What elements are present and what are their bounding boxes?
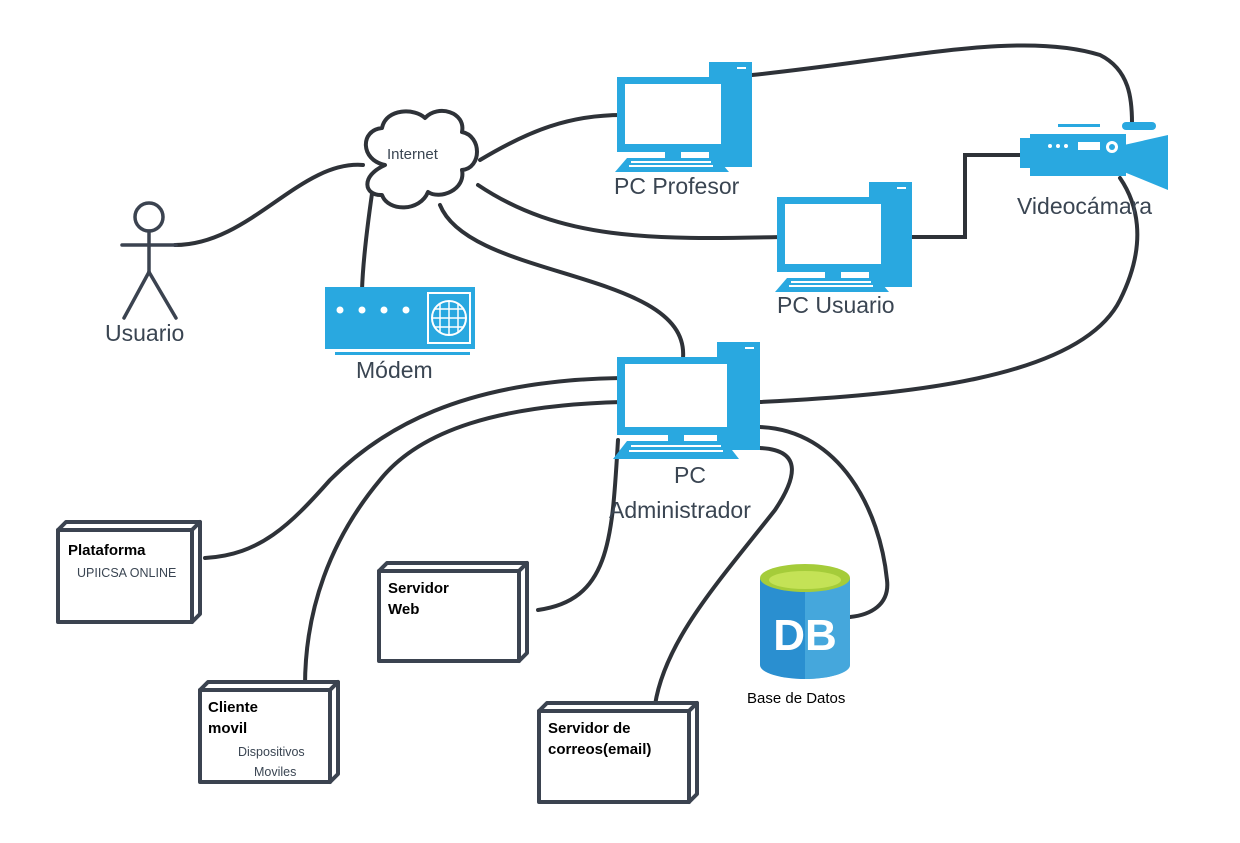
link-usuario-internet — [173, 162, 365, 247]
link-internet-pc-usuario — [476, 183, 784, 241]
pc-profesor-label: PC Profesor — [614, 173, 740, 199]
link-pc-profesor-videocamara — [750, 43, 1134, 125]
link-pc-admin-plataforma — [203, 376, 624, 560]
node-servidor-correos — [537, 701, 699, 804]
plataforma-subtitle: UPIICSA ONLINE — [77, 566, 177, 580]
link-internet-pc-admin — [438, 203, 686, 360]
link-pc-admin-servidor-web — [536, 438, 620, 612]
node-cliente-movil — [198, 680, 340, 784]
db-mark: DB — [773, 611, 837, 660]
link-pc-admin-videocamara — [758, 176, 1140, 404]
usuario-label: Usuario — [105, 320, 185, 346]
internet-cloud-icon — [363, 108, 479, 210]
cliente-movil-subtitle-2: Moviles — [254, 765, 297, 779]
servidor-correos-title-1: Servidor de — [548, 720, 631, 737]
videocamera-icon — [1020, 122, 1168, 190]
pc-administrador-label-line2: Administrador — [609, 497, 751, 523]
videocamara-label: Videocámara — [1017, 193, 1153, 219]
base-datos-label: Base de Datos — [747, 690, 846, 707]
cliente-movil-title-2: movil — [208, 720, 248, 737]
user-actor-icon — [120, 201, 178, 320]
link-pc-admin-cliente-movil — [303, 400, 624, 688]
link-internet-pc-profesor — [478, 113, 624, 162]
cliente-movil-title-1: Cliente — [208, 699, 259, 716]
link-pc-admin-base-datos — [758, 425, 890, 619]
pc-administrador-icon — [613, 342, 760, 459]
node-servidor-web — [377, 561, 529, 663]
internet-label: Internet — [387, 146, 438, 163]
plataforma-title: Plataforma — [68, 542, 146, 559]
pc-profesor-icon — [615, 62, 752, 172]
pc-usuario-label: PC Usuario — [777, 292, 895, 318]
link-pc-admin-servidor-correos — [653, 446, 794, 707]
database-icon: DB — [760, 564, 850, 679]
pc-usuario-icon — [775, 182, 912, 292]
servidor-web-title-1: Servidor — [388, 580, 449, 597]
modem-label: Módem — [356, 357, 433, 383]
pc-administrador-label-line1: PC — [674, 462, 706, 488]
link-pc-usuario-videocamara — [908, 153, 1024, 239]
servidor-web-title-2: Web — [388, 601, 420, 618]
cliente-movil-subtitle-1: Dispositivos — [238, 745, 305, 759]
modem-icon — [325, 287, 475, 355]
node-plataforma — [56, 520, 202, 624]
connections — [173, 43, 1140, 707]
link-internet-modem — [360, 178, 376, 292]
servidor-correos-title-2: correos(email) — [548, 741, 652, 758]
